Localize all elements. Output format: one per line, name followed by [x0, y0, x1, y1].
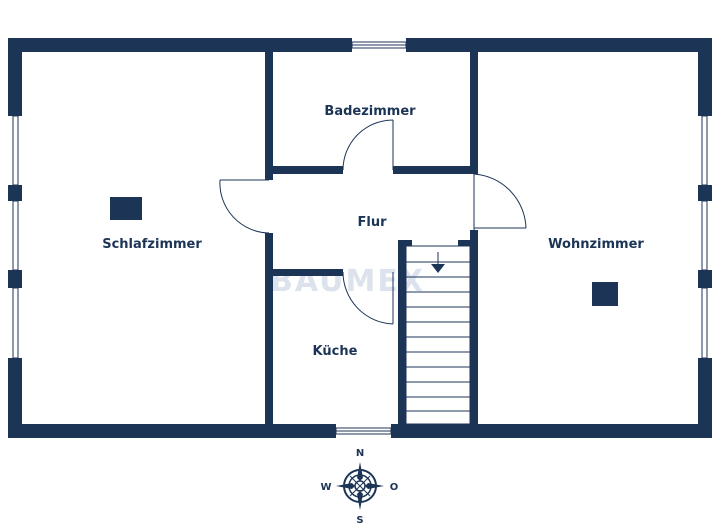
- wall-bottom-left: [8, 424, 336, 438]
- room-label-badezimmer: Badezimmer: [324, 104, 416, 119]
- compass-west: W: [320, 482, 331, 493]
- outer-walls: [8, 38, 712, 438]
- wall-left-1: [8, 38, 22, 116]
- wall-top-right: [406, 38, 712, 52]
- wall-left-2: [8, 185, 22, 201]
- wall-right-3: [698, 270, 712, 288]
- compass-south: S: [356, 515, 363, 526]
- wall-top-left: [8, 38, 352, 52]
- wall-schlaf-upper: [265, 52, 273, 180]
- windows: [12, 41, 708, 435]
- room-label-kueche: Küche: [313, 344, 358, 359]
- room-label-wohnzimmer: Wohnzimmer: [548, 237, 644, 252]
- compass-east: O: [390, 482, 399, 493]
- interior-walls: [265, 52, 478, 424]
- wall-stair-top-left: [398, 240, 412, 246]
- stair-outline: [405, 245, 471, 425]
- staircase: [405, 245, 471, 425]
- wall-bottom-right: [391, 424, 712, 438]
- compass-north: N: [356, 448, 364, 459]
- door-bad: [342, 119, 394, 171]
- compass-rose-icon: [336, 462, 384, 510]
- window-right-2: [701, 200, 708, 271]
- wall-right-2: [698, 185, 712, 201]
- wall-kueche-top: [273, 269, 343, 276]
- wall-flur-wohn: [470, 230, 478, 424]
- window-left-1: [12, 115, 19, 186]
- wall-left-4: [8, 358, 22, 438]
- arrow-down-icon: [431, 264, 445, 273]
- window-right-1: [701, 115, 708, 186]
- room-label-flur: Flur: [357, 215, 387, 230]
- wall-schlaf-lower: [265, 233, 273, 424]
- doors: [219, 119, 527, 325]
- chimney-wohnzimmer: [592, 282, 618, 306]
- door-schlaf: [219, 179, 270, 234]
- wall-right-4: [698, 358, 712, 438]
- wall-stair-left: [398, 240, 406, 424]
- room-label-schlafzimmer: Schlafzimmer: [102, 237, 202, 252]
- door-kueche: [342, 271, 394, 325]
- window-right-3: [701, 287, 708, 359]
- wall-bad-bottom-left: [273, 166, 343, 174]
- wall-bad-bottom-right: [393, 166, 470, 174]
- wall-right-1: [698, 38, 712, 116]
- wall-stair-top-right: [458, 240, 470, 246]
- window-left-2: [12, 200, 19, 271]
- window-left-3: [12, 287, 19, 359]
- door-wohn: [473, 173, 527, 230]
- wall-left-3: [8, 270, 22, 288]
- chimney-schlafzimmer: [110, 197, 142, 220]
- wall-bad-wohn: [470, 52, 478, 174]
